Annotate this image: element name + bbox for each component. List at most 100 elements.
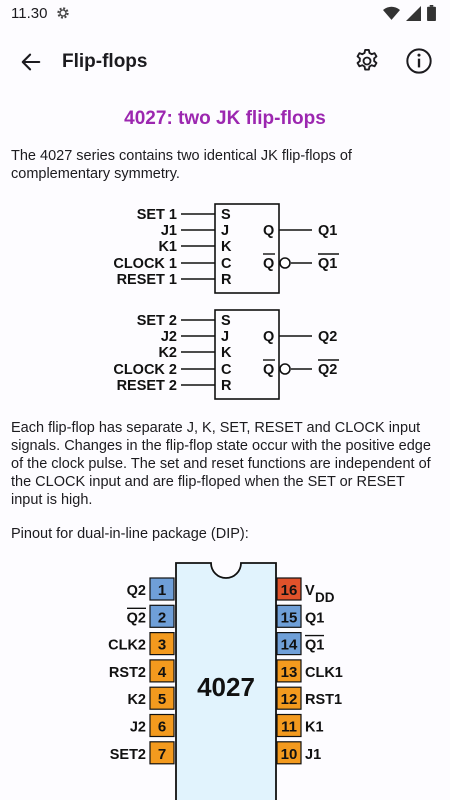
chip-name: 4027 [197,672,255,702]
pin-5-box [149,686,175,710]
ff2-output-qbar: Q2 [318,362,337,378]
flipflop-1-diagram: SET 1 J1 K1 CLOCK 1 RESET 1 S J K C R Q … [113,203,339,294]
ff2-input-reset: RESET 2 [117,378,177,394]
ff2-output-q: Q2 [318,329,337,345]
pin-16-subscript: DD [315,590,335,605]
arrow-back-icon [21,53,41,71]
description-text: Each flip-flop has separate J, K, SET, R… [11,420,431,508]
ff2-pin-qbar: Q [263,362,274,378]
pin-13-box [276,659,302,683]
pin-3-box [149,631,175,656]
pin-16-box [276,577,302,601]
ff2-input-set: SET 2 [137,313,177,329]
pin-3-number: 3 [158,637,166,654]
pin-5-label: K2 [127,692,146,708]
pin-4-box [149,659,175,683]
ff2-pin-q: Q [263,329,274,345]
ff1-input-set: SET 1 [137,207,177,223]
pin-10-label: J1 [305,747,321,763]
ff1-pin-q: Q [263,223,274,239]
ff1-input-k: K1 [158,239,177,255]
pin-15-label: Q1 [305,610,324,626]
intro-text: The 4027 series contains two identical J… [11,148,352,182]
pin-11-label: K1 [305,720,324,736]
ff1-output-q: Q1 [318,223,337,239]
flipflop-2-diagram: SET 2 J2 K2 CLOCK 2 RESET 2 S J K C R Q … [113,309,339,400]
ff2-pin-c: C [221,362,232,378]
pin-14-label: Q1 [305,638,324,654]
ff2-pin-s: S [221,313,231,329]
back-button[interactable] [14,45,48,79]
section-heading: 4027: two JK flip-flops [124,108,326,129]
signal-icon [406,5,421,21]
ff1-output-qbar: Q1 [318,256,337,272]
pin-1-number: 1 [158,582,166,599]
ff1-input-clock: CLOCK 1 [113,256,177,272]
pin-15-number: 15 [281,609,298,626]
pin-7-label: SET2 [110,747,146,763]
pin-6-label: J2 [130,720,146,736]
pin-12-number: 12 [281,691,298,708]
ff1-pin-j: J [221,223,229,239]
ff1-pin-s: S [221,207,231,223]
pin-6-box [149,713,175,738]
chip-body [175,562,277,800]
content-scroll[interactable]: 4027: two JK flip-flops The 4027 series … [0,98,450,800]
status-bar: 11.30 [0,0,450,26]
pin-7-number: 7 [158,746,166,763]
pin-14-number: 14 [281,637,298,654]
ff2-input-j: J2 [161,329,177,345]
pin-4-label: RST2 [109,665,146,681]
pin-10-number: 10 [281,746,298,763]
app-bar: Flip-flops [0,26,450,98]
flipflop-2-box [214,309,280,400]
pin-1-box [149,577,175,601]
flipflop-1-box [214,203,280,294]
pin-12-box [276,686,302,710]
pin-2-label: Q2 [127,610,146,626]
info-icon [406,48,432,74]
pin-16-number: 16 [281,582,298,599]
pin-1-label: Q2 [127,583,146,599]
ff1-pin-c: C [221,256,232,272]
inverter-bubble-1 [279,257,291,269]
battery-icon [427,5,436,21]
ff2-input-clock: CLOCK 2 [113,362,177,378]
page-title: Flip-flops [62,51,148,72]
ff1-pin-qbar: Q [263,256,274,272]
pin-2-box [149,604,175,628]
pin-13-label: CLK1 [305,665,343,681]
ff2-pin-k: K [221,345,232,361]
pin-7-box [149,741,175,765]
pin-12-label: RST1 [305,692,342,708]
status-time: 11.30 [11,5,48,22]
pin-6-number: 6 [158,719,166,736]
pin-10-box [276,741,302,765]
pin-11-number: 11 [281,719,297,736]
settings-status-icon [57,7,69,19]
pin-15-box [276,604,302,628]
pinout-title: Pinout for dual-in-line package (DIP): [11,526,249,542]
ff2-pin-r: R [221,378,232,394]
ff1-input-reset: RESET 1 [117,272,177,288]
pin-2-number: 2 [158,609,166,626]
ff1-input-j: J1 [161,223,177,239]
settings-button[interactable] [350,44,384,78]
gear-icon [356,48,378,71]
pin-14-box [276,631,302,656]
pin-13-number: 13 [281,664,298,681]
info-button[interactable] [402,44,436,78]
pin-16-label: V [305,583,315,599]
ff1-pin-r: R [221,272,232,288]
pin-5-number: 5 [158,691,166,708]
pin-11-box [276,713,302,738]
inverter-bubble-2 [279,363,291,375]
status-icons [383,5,436,21]
ff2-pin-j: J [221,329,229,345]
wifi-icon [383,6,400,20]
pin-4-number: 4 [158,664,167,681]
ff1-pin-k: K [221,239,232,255]
pin-3-label: CLK2 [108,638,146,654]
ff2-input-k: K2 [158,345,177,361]
